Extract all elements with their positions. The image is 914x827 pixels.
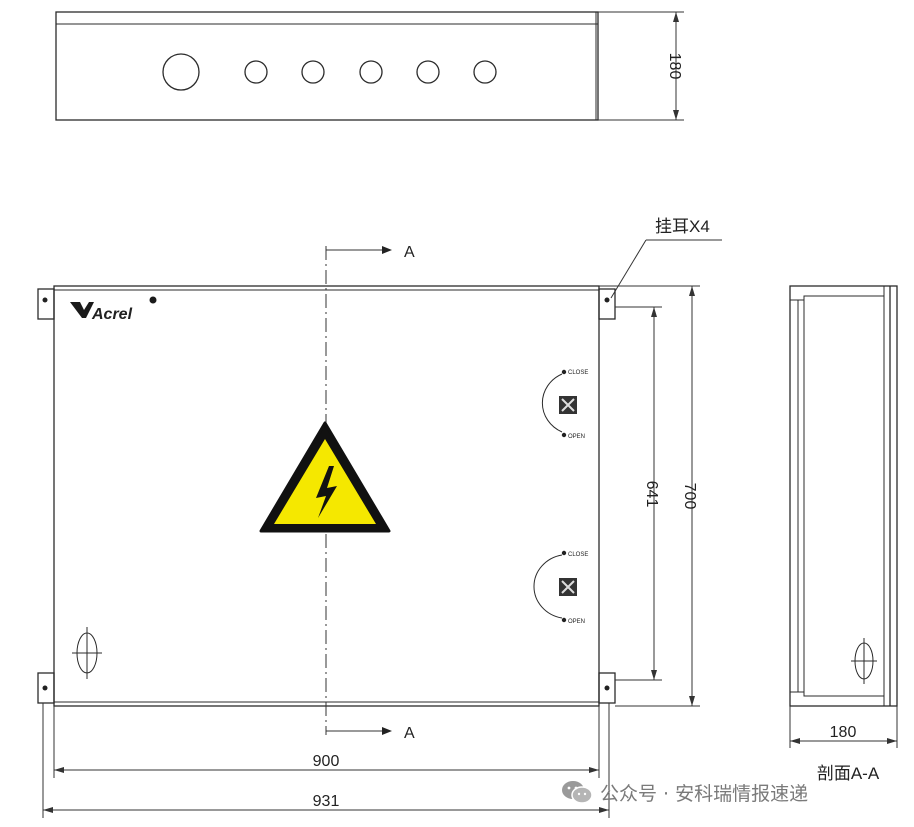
gland-hole: [359, 60, 383, 84]
svg-text:641: 641: [643, 481, 660, 508]
svg-text:900: 900: [313, 753, 340, 770]
top-view: 180: [55, 11, 684, 121]
mounting-lug: [37, 672, 55, 704]
mounting-lug: [598, 288, 616, 320]
gland-hole: [473, 60, 497, 84]
section-marker-top: A: [326, 244, 415, 261]
watermark-text: 公众号 · 安科瑞情报速递: [600, 782, 809, 805]
dim-total-height: 700: [599, 285, 700, 707]
svg-text:CLOSE: CLOSE: [568, 552, 588, 558]
svg-text:OPEN: OPEN: [568, 619, 585, 625]
mounting-lug: [598, 672, 616, 704]
section-view: 180 剖面A-A: [789, 285, 898, 783]
lug-note: 挂耳X4: [610, 217, 722, 299]
front-view: Acrel A A CLOSE O: [37, 217, 722, 818]
svg-text:CLOSE: CLOSE: [568, 370, 588, 376]
gland-hole: [301, 60, 325, 84]
ground-symbol-icon: [72, 627, 102, 679]
watermark: 公众号 · 安科瑞情报速递: [560, 778, 808, 806]
gland-hole: [416, 60, 440, 84]
dim-section-depth: 180: [830, 724, 857, 741]
door-lock-upper: CLOSE OPEN: [541, 369, 588, 440]
wechat-icon: [562, 781, 593, 804]
gland-hole-large: [162, 53, 200, 91]
svg-text:挂耳X4: 挂耳X4: [655, 217, 710, 236]
ground-symbol-icon: [851, 638, 877, 684]
svg-text:931: 931: [313, 793, 340, 810]
high-voltage-warning-icon: [259, 421, 391, 533]
section-title: 剖面A-A: [817, 764, 880, 783]
door-lock-lower: CLOSE OPEN: [533, 550, 588, 625]
svg-text:700: 700: [681, 483, 698, 510]
svg-text:A: A: [404, 244, 415, 261]
mounting-lug: [37, 288, 55, 320]
dim-outer-width: 931: [42, 703, 610, 818]
svg-text:Acrel: Acrel: [91, 306, 133, 323]
dim-mount-height: 641: [615, 306, 662, 681]
svg-text:A: A: [404, 725, 415, 742]
svg-text:OPEN: OPEN: [568, 434, 585, 440]
section-marker-bottom: A: [326, 725, 415, 742]
acrel-logo: Acrel: [70, 296, 157, 323]
dim-top-depth: 180: [666, 53, 683, 80]
dim-inner-width: 900: [53, 706, 600, 778]
gland-hole: [244, 60, 268, 84]
